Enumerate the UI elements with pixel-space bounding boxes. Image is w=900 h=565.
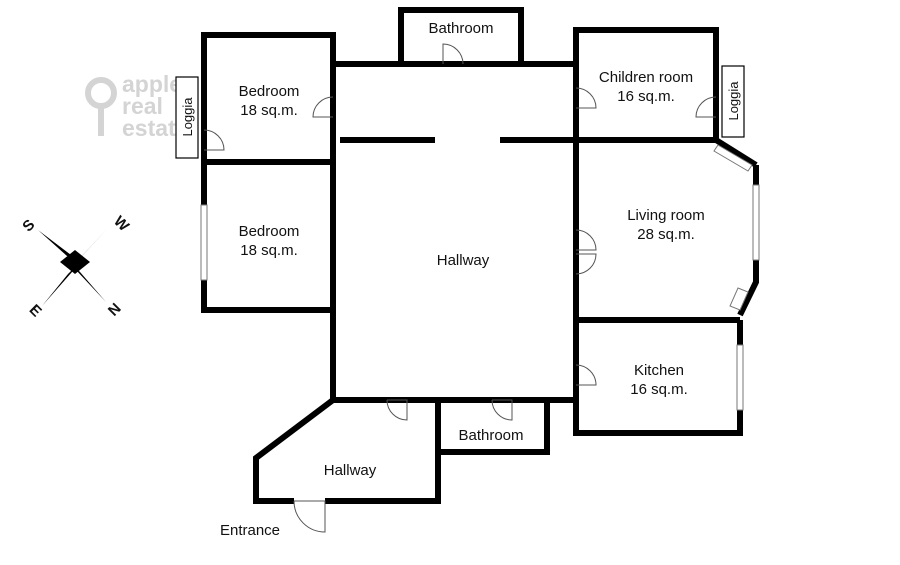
compass-rose: S W E N xyxy=(19,213,133,321)
hallway-main-name: Hallway xyxy=(437,252,490,269)
compass-w-label: W xyxy=(110,213,133,236)
compass-e-label: E xyxy=(26,301,45,320)
bedroom-top-area: 18 sq.m. xyxy=(240,102,298,119)
windows xyxy=(200,144,760,411)
loggia-right-label: Loggia xyxy=(726,81,741,121)
kitchen-area: 16 sq.m. xyxy=(630,381,688,398)
entrance-label: Entrance xyxy=(220,522,280,539)
living-room-area: 28 sq.m. xyxy=(637,226,695,243)
walls xyxy=(201,7,759,504)
compass-n-label: N xyxy=(105,300,125,320)
watermark-line1: apple xyxy=(122,71,182,97)
bedroom-top-name: Bedroom xyxy=(239,83,300,100)
loggia-left-label: Loggia xyxy=(180,97,195,137)
living-room-name: Living room xyxy=(627,207,705,224)
bathroom-top-name: Bathroom xyxy=(428,20,493,37)
bedroom-bottom-area: 18 sq.m. xyxy=(240,242,298,259)
children-room-name: Children room xyxy=(599,69,693,86)
watermark-line2: real xyxy=(122,93,163,119)
loggias: Loggia Loggia xyxy=(175,65,745,159)
kitchen-name: Kitchen xyxy=(634,362,684,379)
children-room-area: 16 sq.m. xyxy=(617,88,675,105)
bathroom-bottom-name: Bathroom xyxy=(458,427,523,444)
doors xyxy=(203,43,717,533)
watermark-logo: apple real estate xyxy=(85,71,188,141)
bedroom-bottom-name: Bedroom xyxy=(239,223,300,240)
hallway-entry-name: Hallway xyxy=(324,462,377,479)
compass-s-label: S xyxy=(19,216,38,235)
room-labels: Bathroom Bedroom 18 sq.m. Bedroom 18 sq.… xyxy=(220,20,705,539)
